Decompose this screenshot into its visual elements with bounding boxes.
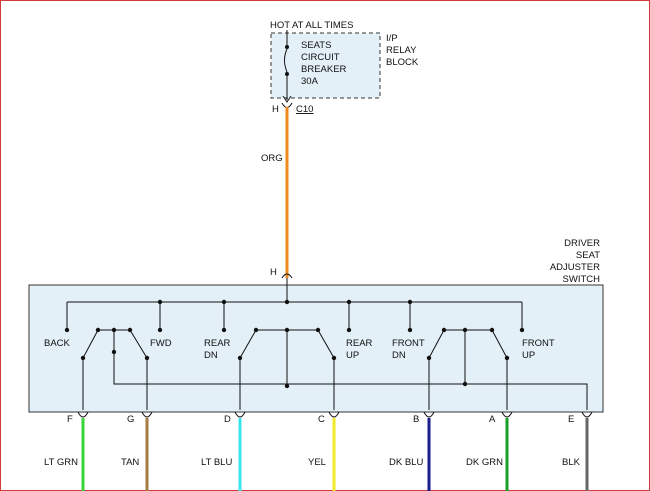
- top-bus-junctions: [64, 299, 525, 333]
- org-wire-label: ORG: [261, 153, 283, 164]
- breaker-line-4: 30A: [301, 76, 319, 87]
- output-g: G TAN: [121, 411, 153, 491]
- pin-d: D: [224, 414, 231, 425]
- wire-label-dk-blu: DK BLU: [389, 457, 423, 468]
- switch-title-line-4: SWITCH: [563, 274, 601, 285]
- connector-pin-h-top: H: [272, 104, 279, 115]
- hot-at-all-times-label: HOT AT ALL TIMES: [270, 20, 353, 31]
- switch-title-line-1: DRIVER: [564, 238, 600, 249]
- pin-a: A: [489, 414, 496, 425]
- pin-c: C: [318, 414, 325, 425]
- wire-label-lt-blu: LT BLU: [201, 457, 232, 468]
- label-rear-dn-1: REAR: [204, 338, 231, 349]
- label-fwd: FWD: [150, 338, 172, 349]
- switch-top-bus: [66, 301, 523, 330]
- label-back: BACK: [44, 338, 71, 349]
- relay-block-box: [270, 32, 381, 99]
- block-line-2: RELAY: [386, 45, 417, 56]
- breaker-line-1: SEATS: [301, 40, 331, 51]
- output-a: A DK GRN: [466, 411, 513, 491]
- output-f: F LT GRN: [44, 411, 89, 491]
- wire-label-lt-grn: LT GRN: [44, 457, 78, 468]
- connector-c10-symbol: [281, 102, 293, 108]
- wire-label-blk: BLK: [562, 457, 581, 468]
- switch-title-line-2: SEAT: [576, 250, 600, 261]
- output-wires: F LT GRN G TAN D LT BLU C YEL B DK BLU: [44, 411, 593, 491]
- label-front-up-1: FRONT: [522, 338, 555, 349]
- pin-f: F: [67, 414, 73, 425]
- label-rear-up-2: UP: [346, 350, 359, 361]
- switch-group-front: [426, 327, 510, 410]
- switch-group-back-fwd: [80, 327, 588, 410]
- switch-box: [28, 284, 604, 413]
- output-e: E BLK: [562, 411, 593, 491]
- output-b: B DK BLU: [389, 411, 435, 491]
- label-rear-dn-2: DN: [204, 350, 218, 361]
- switch-group-rear: [237, 327, 337, 410]
- output-c: C YEL: [308, 411, 340, 491]
- wire-label-yel: YEL: [308, 457, 326, 468]
- pin-b: B: [413, 414, 419, 425]
- label-front-dn-1: FRONT: [392, 338, 425, 349]
- wire-label-tan: TAN: [121, 457, 139, 468]
- breaker-line-2: CIRCUIT: [301, 52, 340, 63]
- pin-e: E: [568, 414, 574, 425]
- connector-c10-label: C10: [296, 104, 313, 115]
- breaker-line-3: BREAKER: [301, 64, 347, 75]
- pin-g: G: [127, 414, 134, 425]
- switch-input-pin-h: H: [270, 267, 277, 278]
- switch-input-connector: [281, 273, 293, 279]
- label-front-up-2: UP: [522, 350, 535, 361]
- block-line-3: BLOCK: [386, 57, 419, 68]
- label-rear-up-1: REAR: [346, 338, 373, 349]
- wire-label-dk-grn: DK GRN: [466, 457, 503, 468]
- switch-title-line-3: ADJUSTER: [550, 262, 600, 273]
- output-d: D LT BLU: [201, 411, 246, 491]
- block-line-1: I/P: [386, 33, 398, 44]
- label-front-dn-2: DN: [392, 350, 406, 361]
